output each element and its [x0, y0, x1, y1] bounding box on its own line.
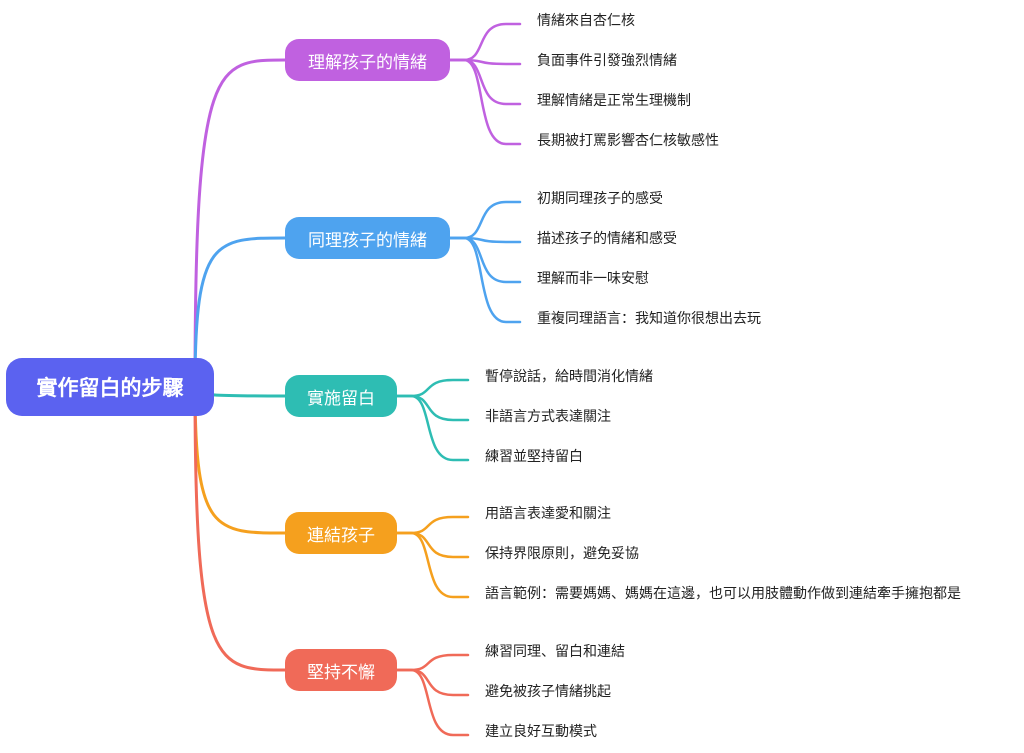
- branch-to-leaf-connector: [395, 378, 470, 398]
- branch-node-understand-emotions[interactable]: 理解孩子的情緒: [285, 39, 450, 81]
- leaf-node[interactable]: 非語言方式表達關注: [485, 409, 611, 425]
- branch-to-leaf-connector: [448, 236, 522, 284]
- branch-label: 堅持不懈: [307, 662, 375, 683]
- leaf-node[interactable]: 保持界限原則，避免妥協: [485, 546, 639, 562]
- root-label: 實作留白的步驟: [36, 376, 184, 400]
- branch-to-leaf-connector: [395, 531, 470, 559]
- branch-to-leaf-connector: [395, 515, 470, 535]
- leaf-node[interactable]: 暫停說話，給時間消化情緒: [485, 369, 653, 385]
- branch-to-leaf-connector: [395, 668, 470, 737]
- branch-node-implement-pause[interactable]: 實施留白: [285, 375, 397, 417]
- leaf-node[interactable]: 負面事件引發強烈情緒: [537, 53, 677, 69]
- leaf-node[interactable]: 用語言表達愛和關注: [485, 506, 611, 522]
- branch-node-connect-child[interactable]: 連結孩子: [285, 512, 397, 554]
- branch-to-leaf-connector: [395, 653, 470, 672]
- branch-to-leaf-connector: [395, 531, 470, 599]
- leaf-node[interactable]: 初期同理孩子的感受: [537, 191, 663, 207]
- root-to-branch-connector: [193, 58, 287, 389]
- branch-to-leaf-connector: [448, 22, 522, 62]
- leaf-node[interactable]: 建立良好互動模式: [485, 724, 597, 740]
- leaf-node[interactable]: 描述孩子的情緒和感受: [537, 231, 677, 247]
- branch-to-leaf-connector: [448, 58, 522, 106]
- leaf-node[interactable]: 長期被打罵影響杏仁核敏感性: [537, 133, 719, 149]
- root-to-branch-connector: [193, 236, 287, 389]
- branch-node-persist[interactable]: 堅持不懈: [285, 649, 397, 691]
- branch-label: 連結孩子: [307, 525, 375, 546]
- branch-to-leaf-connector: [448, 200, 522, 240]
- branch-node-empathize-emotions[interactable]: 同理孩子的情緒: [285, 217, 450, 259]
- leaf-node[interactable]: 練習同理、留白和連結: [485, 644, 625, 660]
- branch-to-leaf-connector: [395, 394, 470, 422]
- root-node[interactable]: 實作留白的步驟: [6, 358, 214, 416]
- leaf-node[interactable]: 理解情緒是正常生理機制: [537, 93, 691, 109]
- branch-to-leaf-connector: [448, 236, 522, 324]
- branch-to-leaf-connector: [395, 394, 470, 462]
- leaf-node[interactable]: 重複同理語言：我知道你很想出去玩: [537, 311, 761, 327]
- leaf-node[interactable]: 理解而非一味安慰: [537, 271, 649, 287]
- branch-label: 實施留白: [307, 388, 375, 409]
- root-to-branch-connector: [193, 385, 287, 672]
- leaf-node[interactable]: 語言範例：需要媽媽、媽媽在這邊，也可以用肢體動作做到連結牽手擁抱都是: [485, 586, 961, 602]
- branch-to-leaf-connector: [448, 58, 522, 146]
- branch-to-leaf-connector: [395, 668, 470, 697]
- leaf-node[interactable]: 練習並堅持留白: [485, 449, 583, 465]
- leaf-node[interactable]: 情緒來自杏仁核: [537, 13, 635, 29]
- branch-label: 理解孩子的情緒: [308, 52, 427, 73]
- leaf-node[interactable]: 避免被孩子情緒挑起: [485, 684, 611, 700]
- branch-label: 同理孩子的情緒: [308, 230, 427, 251]
